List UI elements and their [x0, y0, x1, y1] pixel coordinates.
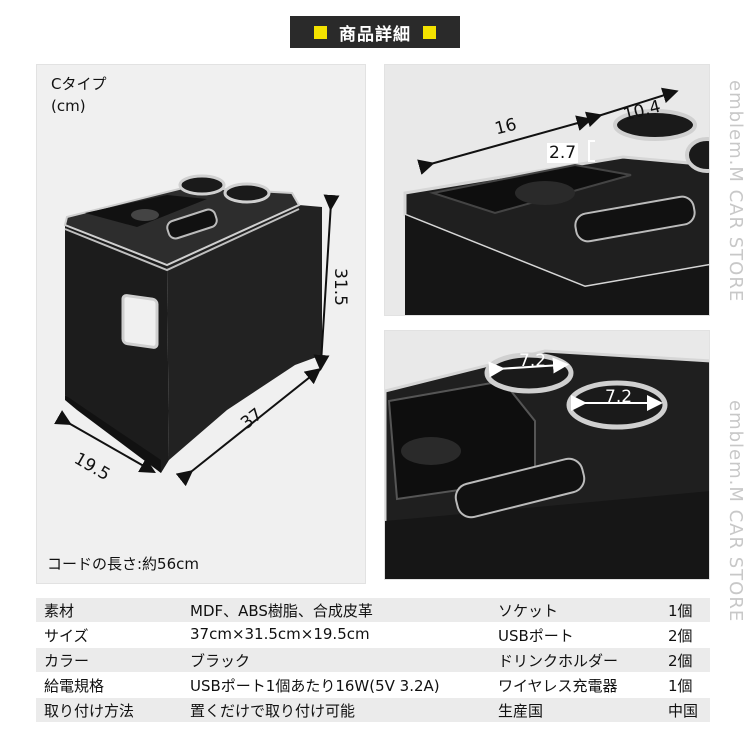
spec-label: 生産国	[498, 702, 544, 720]
type-label-name: Cタイプ	[51, 75, 107, 93]
spec-label: カラー	[44, 652, 90, 670]
dim-height: 31.5	[329, 268, 350, 306]
yellow-square-icon	[423, 25, 436, 39]
cupholder-illustration	[385, 349, 709, 579]
store-watermark: emblem.M CAR STORE	[725, 400, 746, 623]
spec-value: USBポート1個あたり16W(5V 3.2A)	[190, 677, 440, 695]
spec-row	[36, 598, 710, 622]
spec-value: 中国	[668, 702, 699, 720]
tray-detail-panel: 16 10.4 2.7	[384, 64, 710, 316]
spec-value: 2個	[668, 652, 693, 670]
header: 商品詳細	[0, 0, 708, 58]
spec-value: MDF、ABS樹脂、合成皮革	[190, 602, 373, 620]
section-title-badge: 商品詳細	[290, 16, 460, 48]
cupholder-detail-panel: 7.2 7.2	[384, 330, 710, 580]
spec-label: ソケット	[498, 602, 559, 620]
type-label: Cタイプ (cm)	[51, 73, 106, 117]
spec-label: 素材	[44, 602, 75, 620]
spec-row	[36, 698, 710, 722]
dimension-arrows	[54, 194, 340, 487]
spec-label: ワイヤレス充電器	[498, 677, 618, 695]
store-watermark: emblem.M CAR STORE	[725, 80, 746, 303]
cord-length-label: コードの長さ:約56cm	[47, 555, 200, 573]
dim-tray-height: 2.7	[547, 143, 579, 163]
type-label-unit: (cm)	[51, 97, 86, 115]
spec-value: 置くだけで取り付け可能	[190, 702, 356, 720]
spec-value: 2個	[668, 627, 693, 645]
spec-value: ブラック	[190, 652, 251, 670]
yellow-square-icon	[314, 25, 327, 39]
spec-label: サイズ	[44, 627, 89, 645]
spec-label: 取り付け方法	[44, 702, 135, 720]
spec-table: 素材 MDF、ABS樹脂、合成皮革 サイズ 37cm×31.5cm×19.5cm…	[36, 598, 710, 723]
spec-value: 1個	[668, 677, 693, 695]
dim-cup2: 7.2	[605, 387, 633, 407]
spec-value: 37cm×31.5cm×19.5cm	[190, 625, 370, 643]
spec-row	[36, 648, 710, 672]
spec-value: 1個	[668, 602, 693, 620]
tray-illustration	[403, 87, 709, 315]
dim-cup1: 7.2	[519, 351, 547, 371]
product-overview-panel: Cタイプ (cm) 31.5 37 1	[36, 64, 366, 584]
spec-label: ドリンクホルダー	[498, 652, 619, 670]
spec-label: USBポート	[498, 627, 574, 645]
section-title: 商品詳細	[339, 24, 411, 45]
spec-label: 給電規格	[44, 677, 105, 695]
